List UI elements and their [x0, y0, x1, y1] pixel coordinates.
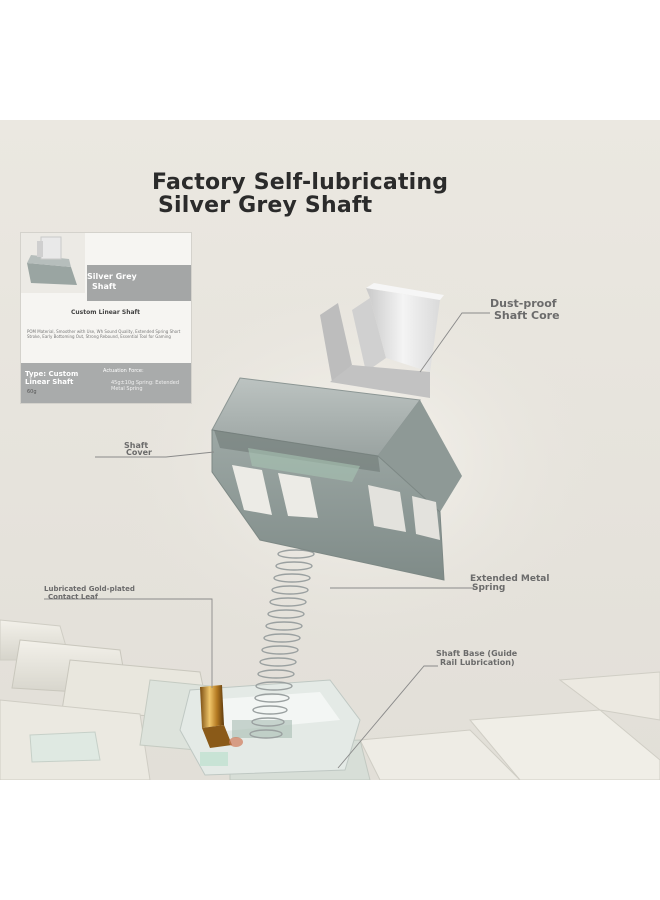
callout-dust-proof-line1: Dust-proof: [490, 297, 557, 310]
card-header: Silver Grey Shaft: [87, 265, 191, 301]
callout-shaft-base-line2: Rail Lubrication): [440, 658, 515, 667]
card-type-label: Type: Custom Linear Shaft: [25, 370, 79, 386]
switch-thumbnail-icon: [21, 233, 85, 293]
callout-leader-lines: [44, 312, 490, 769]
switch-exploded-view-illustration: [0, 260, 660, 780]
product-illustration: Factory Self-lubricating Silver Grey Sha…: [0, 120, 660, 780]
card-force-value: 45g±10g Spring: Extended Metal Spring: [111, 380, 180, 392]
callout-shaft-cover-line1: Shaft: [124, 441, 149, 450]
callout-contact-leaf-line1: Lubricated Gold-plated: [44, 585, 135, 593]
card-description: POM Material, Smoother with Use, Wh Soun…: [27, 329, 181, 339]
card-force-label: Actuation Force:: [103, 368, 144, 374]
switch-info-card: Silver Grey Shaft Custom Linear Shaft PO…: [20, 232, 192, 404]
shaft-core-stem: [320, 283, 444, 398]
callout-spring-line2: Spring: [472, 583, 506, 593]
shaft-base: [179, 679, 361, 776]
title-line-1: Factory Self-lubricating: [152, 170, 449, 195]
callout-dust-proof-line2: Shaft Core: [494, 309, 560, 322]
card-header-title: Silver Grey: [87, 272, 137, 281]
callout-shaft-base-line1: Shaft Base (Guide: [436, 649, 518, 658]
title-line-2: Silver Grey Shaft: [158, 193, 373, 218]
callout-contact-leaf-line2: Contact Leaf: [48, 593, 98, 601]
shaft-cover: [211, 377, 462, 581]
card-switch-type: Custom Linear Shaft: [71, 309, 141, 316]
callout-spring-line1: Extended Metal: [470, 574, 550, 584]
callout-shaft-cover-line2: Cover: [126, 448, 152, 457]
card-weight: 60g: [27, 389, 37, 395]
card-footer: Type: Custom Linear Shaft 60g Actuation …: [21, 363, 191, 403]
gold-contact-leaf: [200, 685, 243, 748]
card-header-subtitle: Shaft: [92, 282, 117, 291]
